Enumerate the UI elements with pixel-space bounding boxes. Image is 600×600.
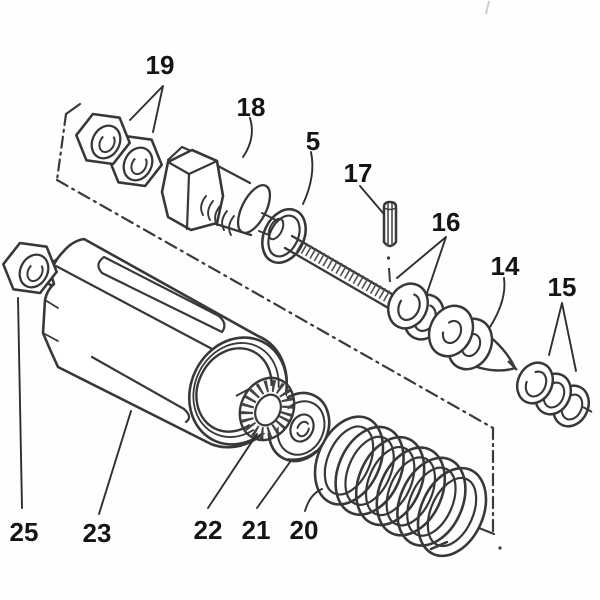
ring-15-a — [515, 361, 555, 405]
boundary-diagonal — [55, 178, 495, 430]
part-5-o-ring — [261, 207, 307, 265]
part-18-adjuster — [160, 145, 285, 241]
part-25-hex-nut — [1, 241, 59, 295]
callout-19: 19 — [129, 50, 175, 133]
part-label-20: 20 — [290, 515, 319, 545]
seat-hole — [296, 420, 310, 438]
leader-line-22 — [207, 433, 258, 509]
scan-artifact — [485, 0, 490, 15]
bushing-disc-b-hole — [460, 332, 482, 358]
bearing-tab-line — [235, 388, 250, 397]
boundary-bottom-corner-dash — [477, 526, 496, 536]
o-ring-inner — [267, 214, 301, 258]
leader-line-16 — [396, 236, 447, 294]
callout-17: 17 — [344, 158, 384, 214]
pin-flutes — [387, 203, 393, 246]
part-label-5: 5 — [306, 126, 320, 156]
leader-line-21 — [256, 461, 291, 509]
pin-centerline-dashdot — [386, 256, 391, 283]
callout-22: 22 — [194, 433, 258, 545]
part-label-18: 18 — [237, 92, 266, 122]
spring-coil-4 — [375, 446, 447, 537]
centerline-dash — [388, 267, 391, 283]
adjuster-ridges — [200, 195, 235, 236]
part-17-pin — [382, 200, 398, 248]
rod-threads — [292, 237, 395, 305]
part-label-19: 19 — [146, 50, 175, 80]
cylinder-step-line-2 — [42, 332, 59, 342]
leader-line-18 — [242, 117, 253, 158]
adjuster-hex-facets — [166, 159, 219, 231]
cylinder-mid-line — [54, 264, 233, 361]
leader-line-25 — [17, 297, 23, 509]
o-ring-outer — [261, 207, 307, 265]
pin-body — [382, 200, 398, 248]
spring-coil-3 — [354, 435, 426, 527]
part-label-15: 15 — [548, 272, 577, 302]
nut-19-a — [75, 112, 131, 166]
leader-line-23 — [98, 410, 132, 515]
callout-20: 20 — [290, 488, 323, 545]
cylinder-side-slot — [90, 355, 191, 424]
callout-25: 25 — [10, 297, 39, 547]
leader-line-14 — [489, 277, 506, 328]
callout-15: 15 — [548, 272, 577, 372]
bushing-disc-a — [427, 304, 475, 358]
seat-rim-shade — [287, 450, 317, 461]
leader-line-19 — [129, 85, 164, 133]
cylinder-step-line-1 — [44, 299, 59, 309]
leader-line-5 — [302, 151, 314, 205]
bushing-tip — [507, 360, 518, 371]
callout-14: 14 — [489, 251, 520, 328]
callout-5: 5 — [302, 126, 320, 205]
nut-25-chamfer — [18, 253, 50, 289]
spring-coil-5 — [396, 456, 467, 547]
leader-line-15 — [548, 302, 577, 372]
boundary-left-edge — [55, 112, 68, 182]
assembly-boundary-dashdot — [55, 102, 502, 550]
spring-coil-2 — [334, 425, 405, 516]
boundary-end-dot — [498, 546, 502, 550]
part-label-16: 16 — [432, 207, 461, 237]
part-label-23: 23 — [83, 518, 112, 548]
bushing-disc-a-hole — [441, 319, 463, 345]
leader-line-20 — [304, 488, 323, 512]
callout-18: 18 — [237, 92, 266, 158]
callout-23: 23 — [83, 410, 132, 548]
ring-15-c-tick — [582, 406, 593, 413]
part-15-rings — [515, 361, 593, 428]
part-label-14: 14 — [491, 251, 520, 281]
part-20-coil-spring — [313, 415, 488, 558]
callout-21: 21 — [242, 461, 291, 545]
cylinder-top-slot — [97, 255, 226, 334]
spring-coil-6 — [416, 466, 488, 558]
part-19-hex-nuts — [75, 112, 163, 188]
part-label-17: 17 — [344, 158, 373, 188]
part-label-25: 25 — [10, 517, 39, 547]
leader-line-17 — [359, 185, 384, 214]
bearing-bore — [254, 393, 282, 427]
callout-16: 16 — [396, 207, 461, 294]
centerline-dot — [386, 256, 391, 260]
pin-top-edge — [383, 207, 397, 211]
nut-25-hole — [26, 261, 44, 283]
part-label-22: 22 — [194, 515, 223, 545]
part-label-21: 21 — [242, 515, 271, 545]
callouts: 19 18 5 17 16 14 15 25 — [10, 50, 577, 548]
part-22-bearing — [235, 376, 296, 442]
boundary-top-corner-dash — [64, 102, 82, 116]
part-14-bushing — [427, 304, 518, 372]
seat-hub — [289, 413, 315, 443]
washer-16-a — [386, 282, 430, 330]
spring-wire-end — [429, 540, 449, 551]
